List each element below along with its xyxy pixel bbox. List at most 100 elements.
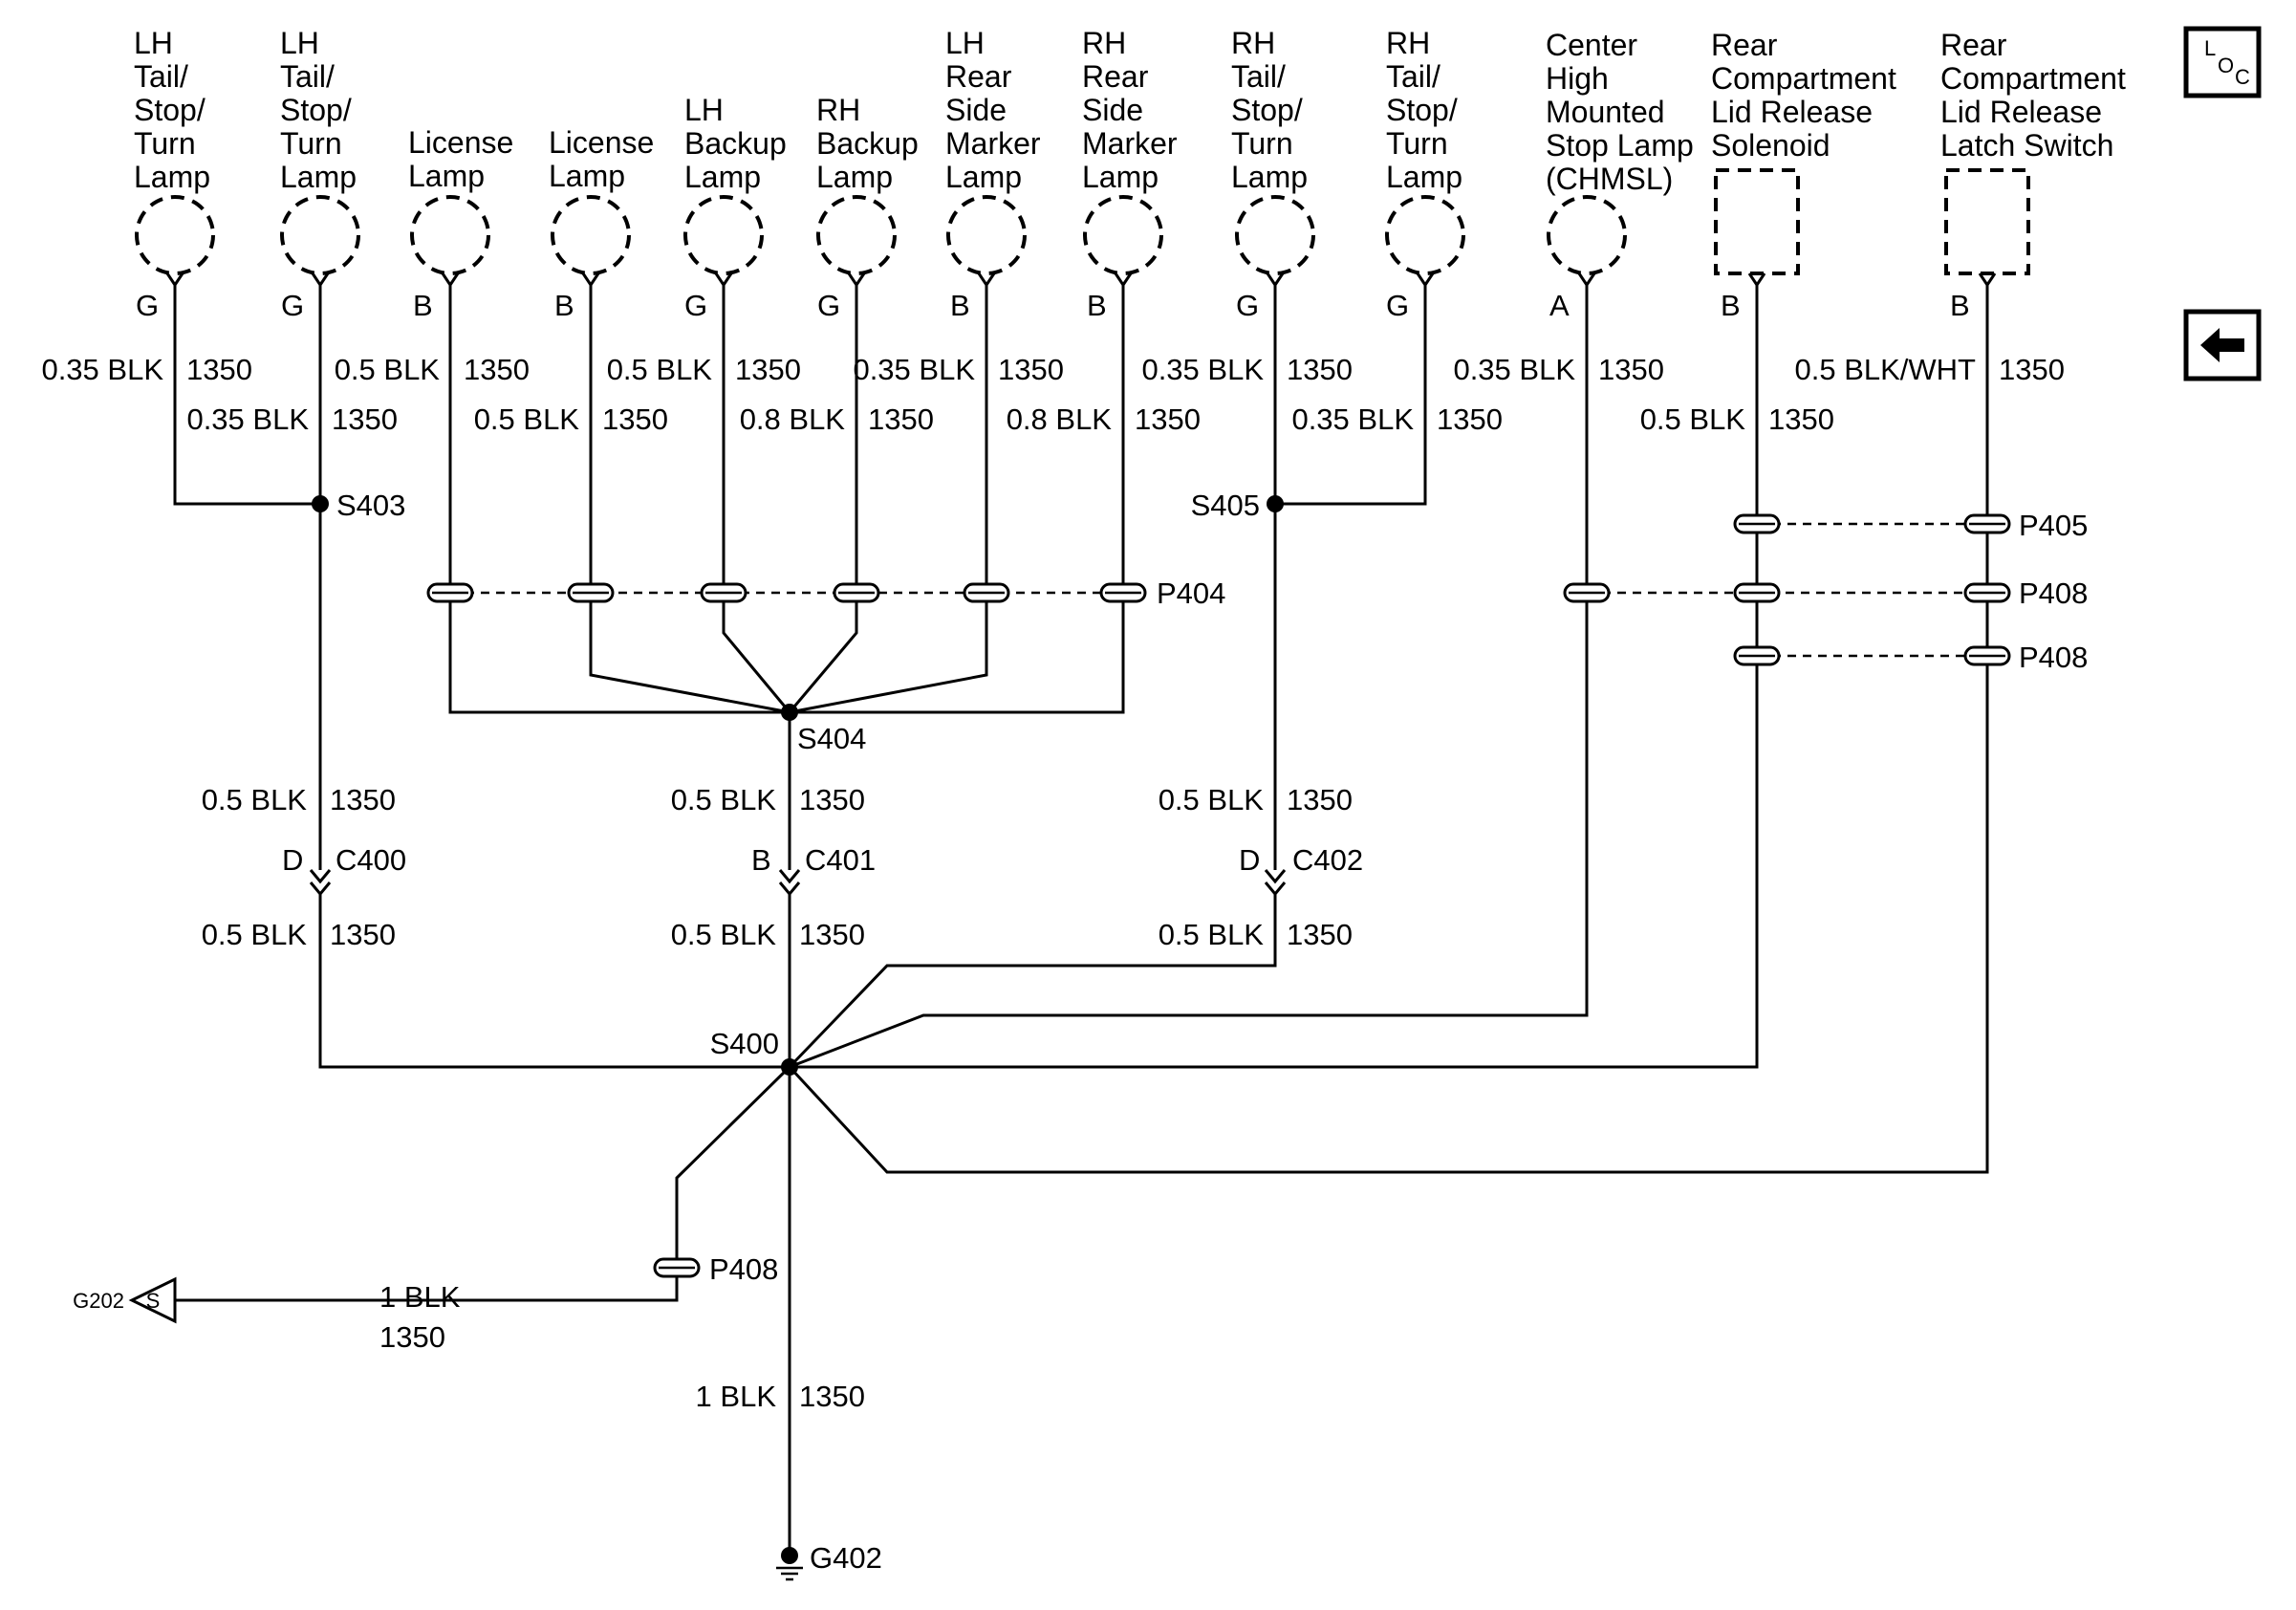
lamp-symbol-lh-tail-2[interactable] (280, 195, 360, 275)
terminal-rh-tail-1 (1266, 272, 1285, 288)
lower-wire-labels: 0.5 BLK 1350 0.5 BLK 1350 0.5 BLK 1350 0… (202, 783, 1353, 1413)
s403-dot[interactable] (312, 495, 329, 512)
wire-size-lh-marker: 0.35 BLK (853, 353, 975, 386)
p405-pin-solenoid[interactable] (1733, 513, 1781, 534)
wire-chmsl-to-s400 (789, 285, 1589, 1069)
solenoid-symbol[interactable] (1714, 168, 1800, 275)
c401-down-circuit: 1350 (799, 918, 865, 951)
p408-b-pin-switch[interactable] (1963, 645, 2011, 666)
back-button[interactable] (2183, 309, 2262, 381)
wire-circuit-lh-tail-2: 1350 (332, 402, 398, 436)
wires (173, 285, 1989, 1549)
pin-lh-backup: G (684, 289, 707, 322)
p408-b-pin-solenoid[interactable] (1733, 645, 1781, 666)
g202-label: G202 (73, 1289, 124, 1313)
p408-b-label: P408 (2019, 641, 2088, 674)
wire-circuit-solenoid: 1350 (1768, 402, 1834, 436)
p404-pin-rh-backup[interactable] (833, 582, 880, 603)
lamp-symbol-chmsl[interactable] (1547, 195, 1627, 275)
lamp-symbol-lh-marker[interactable] (946, 195, 1027, 275)
inline-connectors (426, 513, 2011, 1278)
pin-lh-tail-1: G (136, 289, 159, 322)
c402-pin: D (1239, 843, 1260, 877)
lamp-symbol-lh-tail-1[interactable] (135, 195, 215, 275)
c400-up-circuit: 1350 (330, 783, 396, 816)
s403-label: S403 (336, 489, 405, 522)
c400-pin: D (282, 843, 303, 877)
lamp-symbol-rh-tail-2[interactable] (1385, 195, 1465, 275)
c400-down-size: 0.5 BLK (202, 918, 308, 951)
wire-circuit-chmsl: 1350 (1598, 353, 1664, 386)
p404-pin-lh-backup[interactable] (700, 582, 747, 603)
splices: S403 S404 S405 S400 (312, 489, 1284, 1076)
pin-chmsl: A (1549, 289, 1570, 322)
wire-size-lh-tail-1: 0.35 BLK (41, 353, 163, 386)
p408-pin-chmsl[interactable] (1563, 582, 1611, 603)
p404-pin-rh-marker[interactable] (1099, 582, 1147, 603)
lamp-symbol-license-2[interactable] (551, 195, 631, 275)
s400-label: S400 (710, 1027, 779, 1060)
s405-dot[interactable] (1267, 495, 1284, 512)
g402-ground-icon[interactable] (776, 1547, 803, 1581)
p404-pin-license-1[interactable] (426, 582, 474, 603)
lamp-symbol-lh-backup[interactable] (683, 195, 764, 275)
s405-label: S405 (1191, 489, 1260, 522)
pin-solenoid: B (1721, 289, 1741, 322)
c402-up-circuit: 1350 (1287, 783, 1353, 816)
wire-lh-tail-1 (173, 285, 320, 506)
lamp-symbol-rh-tail-1[interactable] (1235, 195, 1315, 275)
wire-size-rh-tail-2: 0.35 BLK (1291, 402, 1414, 436)
s404-dot[interactable] (781, 704, 798, 721)
wire-circuit-license-2: 1350 (602, 402, 668, 436)
wire-size-rh-backup: 0.8 BLK (740, 402, 846, 436)
wire-circuit-rh-backup: 1350 (868, 402, 934, 436)
s400-dot[interactable] (781, 1058, 798, 1076)
p408-c-pin-g202[interactable] (653, 1257, 701, 1278)
g402-label: G402 (810, 1541, 882, 1575)
p405-pin-switch[interactable] (1963, 513, 2011, 534)
lamp-symbol-rh-marker[interactable] (1083, 195, 1163, 275)
upper-wire-labels: 0.35 BLK 1350 0.35 BLK 1350 0.5 BLK 1350… (41, 353, 2065, 436)
wire-size-solenoid: 0.5 BLK (1640, 402, 1746, 436)
wire-license-2 (589, 285, 791, 714)
c402-symbol[interactable] (1264, 869, 1287, 897)
p404-pin-license-2[interactable] (567, 582, 615, 603)
p408-a-pin-switch[interactable] (1963, 582, 2011, 603)
c400-down-circuit: 1350 (330, 918, 396, 951)
p408-a-pin-solenoid[interactable] (1733, 582, 1781, 603)
c401-symbol[interactable] (778, 869, 801, 897)
terminal-markers (165, 272, 1997, 288)
pin-rh-marker: B (1087, 289, 1107, 322)
connector-labels: P404 P405 P408 P408 P408 (709, 509, 2088, 1286)
wire-circuit-rh-tail-2: 1350 (1437, 402, 1503, 436)
c400-symbol[interactable] (309, 869, 332, 897)
p408-c-label: P408 (709, 1252, 778, 1286)
wire-rh-marker (790, 285, 1125, 714)
terminal-license-1 (441, 272, 460, 288)
lamp-symbol-license-1[interactable] (410, 195, 490, 275)
g202-connector-icon[interactable] (128, 1276, 177, 1324)
g202-symbol-letter: S (146, 1289, 161, 1313)
c400-label: C400 (336, 843, 406, 877)
p405-label: P405 (2019, 509, 2088, 542)
lamp-symbol-rh-backup[interactable] (816, 195, 897, 275)
pin-lh-marker: B (950, 289, 970, 322)
switch-symbol[interactable] (1944, 168, 2030, 275)
p404-pin-lh-marker[interactable] (963, 582, 1010, 603)
wire-size-license-1: 0.5 BLK (335, 353, 441, 386)
wire-s400-to-p408 (175, 1065, 791, 1302)
wire-size-switch: 0.5 BLK/WHT (1795, 353, 1977, 386)
location-button[interactable]: L O C (2183, 26, 2262, 98)
c401-pin: B (751, 843, 771, 877)
wire-rh-tail-2 (1275, 285, 1427, 506)
